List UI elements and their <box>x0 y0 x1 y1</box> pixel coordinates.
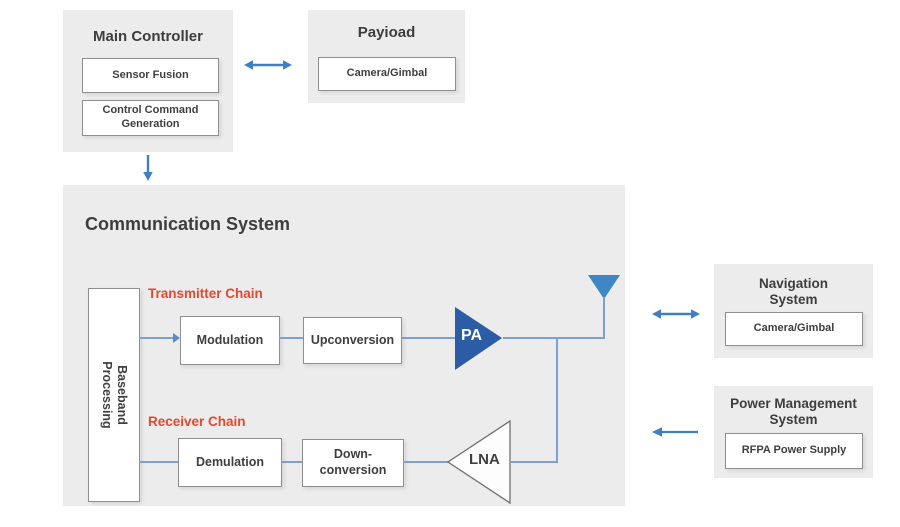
upconversion-label: Upconversion <box>310 332 395 347</box>
connector-baseband-modulation <box>139 337 175 339</box>
down-arrow-icon <box>143 155 153 181</box>
connector-demulation-baseband <box>139 461 178 463</box>
pa-label: PA <box>461 327 483 344</box>
modulation-module: Modulation <box>180 316 280 365</box>
baseband-processing-label: Baseband Processing <box>100 361 129 429</box>
control-command-module: Control Command Generation <box>82 100 219 136</box>
rfpa-power-supply-label: RFPA Power Supply <box>741 444 847 457</box>
navigation-camera-gimbal-label: Camera/Gimbal <box>753 322 835 335</box>
connector-downconversion-demulation <box>281 461 302 463</box>
bidirectional-arrow-icon <box>652 309 700 319</box>
communication-system-title: Communication System <box>85 214 291 234</box>
upconversion-module: Upconversion <box>303 317 402 364</box>
antenna-icon <box>588 275 620 299</box>
connector-upconversion-pa <box>401 337 455 339</box>
demulation-module: Demulation <box>178 438 282 487</box>
connector-lna-downconversion <box>403 461 448 463</box>
tx-arrowhead-icon <box>173 333 180 343</box>
bidirectional-arrow-icon <box>244 60 292 70</box>
pa-amplifier-icon <box>455 307 502 370</box>
modulation-label: Modulation <box>196 332 264 347</box>
baseband-processing-module: Baseband Processing <box>88 288 140 502</box>
payload-camera-gimbal-module: Camera/Gimbal <box>318 57 456 91</box>
lna-label: LNA <box>469 451 500 468</box>
lna-amplifier-icon <box>447 420 511 504</box>
connector-pa-antenna <box>503 337 605 339</box>
receiver-chain-label: Receiver Chain <box>148 414 246 429</box>
main-controller-title: Main Controller <box>92 28 203 45</box>
sensor-fusion-label: Sensor Fusion <box>112 68 189 81</box>
sensor-fusion-module: Sensor Fusion <box>82 58 219 93</box>
power-management-title: Power Management System <box>730 396 857 427</box>
connector-drop-lna <box>511 461 558 463</box>
downconversion-module: Down-conversion <box>302 439 404 487</box>
payload-title: Payioad <box>357 24 416 41</box>
payload-camera-gimbal-label: Camera/Gimbal <box>346 67 428 80</box>
rfpa-power-supply-module: RFPA Power Supply <box>725 433 863 469</box>
antenna-feed-line <box>603 297 605 339</box>
downconversion-label: Down-conversion <box>319 447 387 477</box>
connector-antenna-lna-drop <box>556 337 558 463</box>
connector-modulation-upconversion <box>279 337 303 339</box>
transmitter-chain-label: Transmitter Chain <box>148 286 263 301</box>
navigation-camera-gimbal-module: Camera/Gimbal <box>725 312 863 346</box>
control-command-label: Control Command Generation <box>102 104 199 130</box>
demulation-label: Demulation <box>195 454 265 469</box>
navigation-system-title: Navigation System <box>758 276 828 307</box>
left-arrow-icon <box>652 427 698 437</box>
